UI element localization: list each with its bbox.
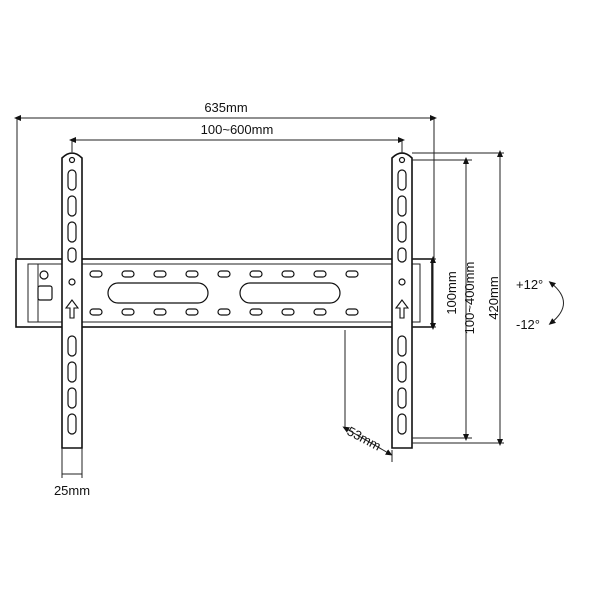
- arm-height-label: 420mm: [486, 276, 501, 319]
- tilt-down-label: -12°: [516, 317, 540, 332]
- overall-width-dimension: 635mm: [14, 100, 437, 260]
- tilt-indicator: +12° -12°: [516, 277, 564, 332]
- vesa-vertical-dimension: 100~400mm: [412, 157, 477, 441]
- up-arrow-icon: [64, 299, 80, 319]
- left-arm-slots: [67, 169, 77, 435]
- wall-distance-label: 53mm: [345, 423, 384, 453]
- tilt-arc-icon: [548, 281, 564, 325]
- up-arrow-icon: [394, 299, 410, 319]
- bracket-height-dimension: 100mm: [412, 256, 459, 330]
- plate-large-slot-left: [107, 282, 209, 304]
- plate-large-slot-right: [239, 282, 341, 304]
- arm-width-label: 25mm: [54, 483, 90, 498]
- tilt-up-label: +12°: [516, 277, 543, 292]
- plate-slots-top: [89, 270, 359, 278]
- vesa-vertical-label: 100~400mm: [462, 262, 477, 335]
- arm-height-dimension: 420mm: [412, 150, 504, 446]
- right-arm-slots: [397, 169, 407, 435]
- vesa-horizontal-dimension: 100~600mm: [69, 122, 405, 152]
- plate-slots-bottom: [89, 308, 359, 316]
- bolt-icon: [39, 270, 49, 280]
- arm-width-dimension: 25mm: [54, 448, 90, 498]
- overall-width-label: 635mm: [204, 100, 247, 115]
- wall-distance-dimension: 53mm: [342, 330, 393, 462]
- left-arm: [61, 152, 83, 449]
- right-arm: [391, 152, 413, 449]
- vesa-horizontal-label: 100~600mm: [201, 122, 274, 137]
- bracket-height-label: 100mm: [444, 271, 459, 314]
